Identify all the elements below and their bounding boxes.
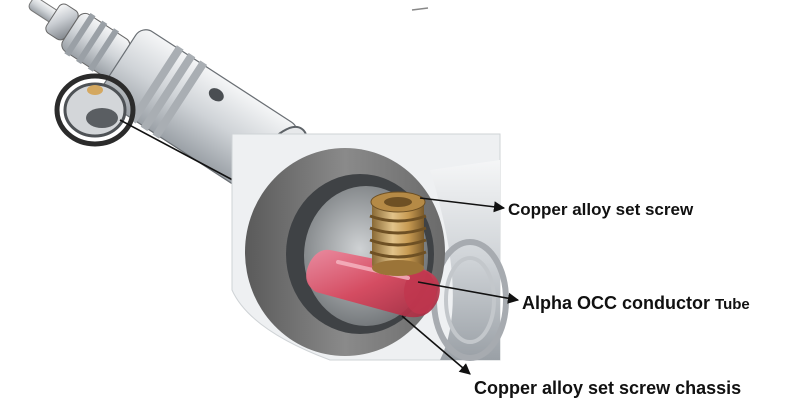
stray-mark [411, 7, 429, 11]
conductor-label-suffix: Tube [715, 296, 750, 313]
conductor-arrow [417, 281, 520, 304]
conductor-label-main: Alpha OCC conductor [522, 293, 710, 313]
chassis-label: Copper alloy set screw chassis [474, 378, 742, 398]
conductor-label: Alpha OCC conductor Tube [522, 293, 750, 314]
chassis-arrow [401, 315, 471, 375]
cutaway-detail-illustration [231, 133, 509, 361]
set-screw-illustration [369, 191, 427, 276]
zoom-arrow [119, 119, 245, 187]
set-screw-arrow [419, 197, 506, 213]
set-screw-label: Copper alloy set screw [508, 200, 694, 219]
